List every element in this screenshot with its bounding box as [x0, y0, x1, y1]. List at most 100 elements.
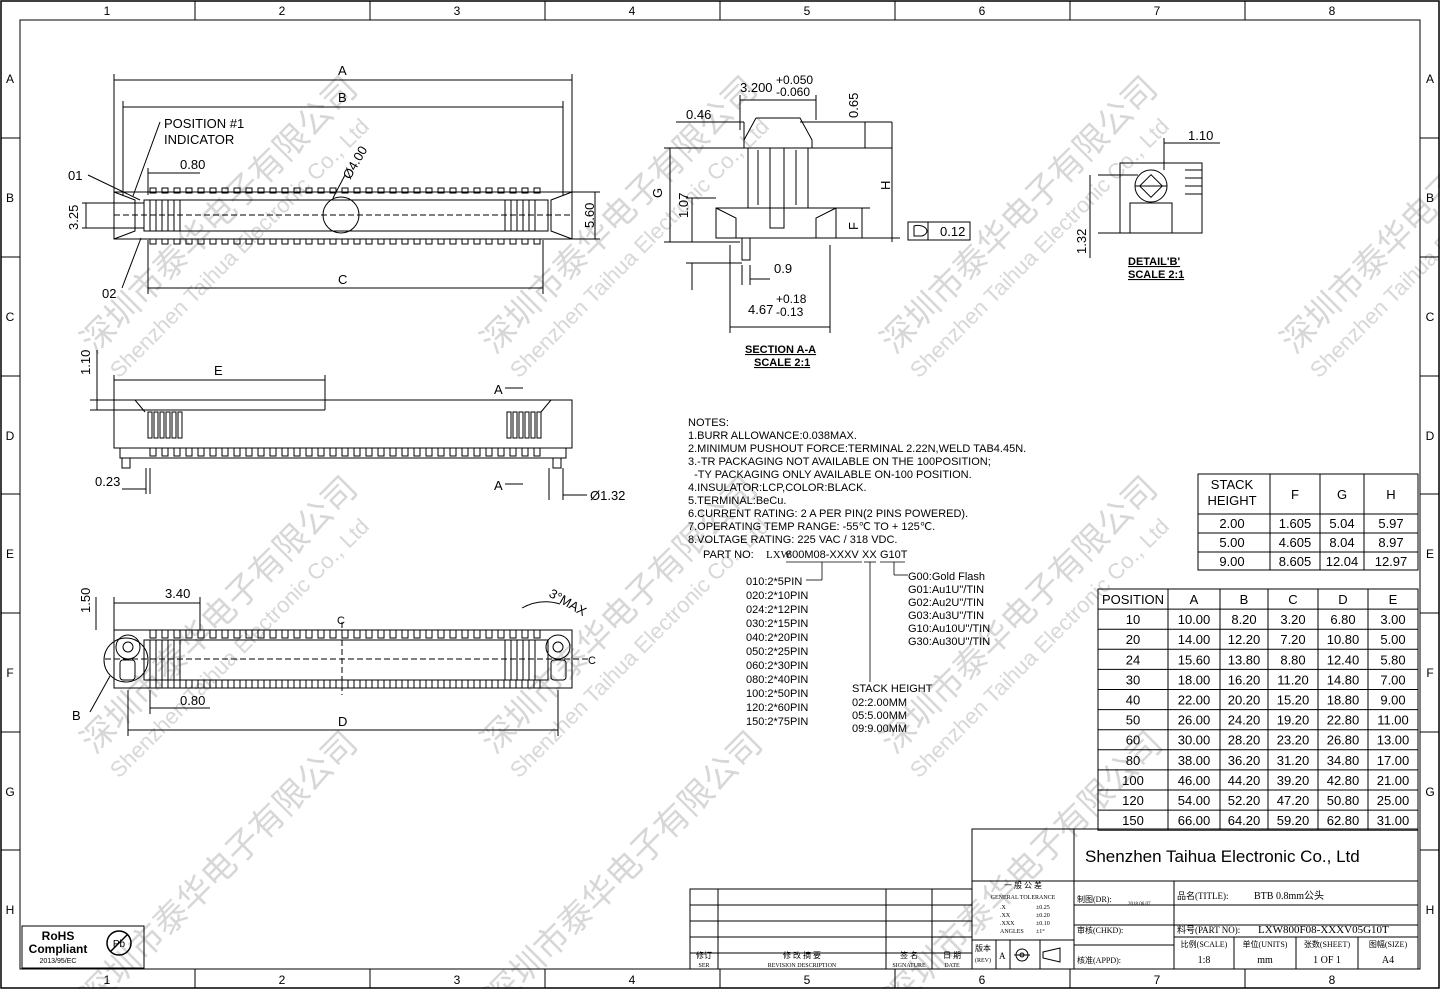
height-110-label: 1.10	[78, 350, 93, 375]
note-line: 8.VOLTAGE RATING: 225 VAC / 318 VDC.	[688, 534, 897, 546]
terminal-tooth	[401, 629, 409, 639]
terminal-tooth	[449, 679, 457, 689]
rev-sig-en: SIGNATURE	[892, 963, 926, 969]
position-cell: 14.00	[1178, 632, 1211, 647]
terminal-tooth	[209, 679, 217, 689]
contact-pin	[530, 411, 536, 439]
h-label: H	[878, 181, 893, 190]
terminal-tooth	[353, 629, 361, 639]
terminal-tooth	[221, 679, 229, 689]
terminal-tooth	[149, 679, 157, 689]
terminal-tooth	[341, 629, 349, 639]
position-cell: 12.40	[1327, 652, 1360, 667]
pin-option: 060:2*30PIN	[746, 660, 808, 672]
part-no-suffix: G10T	[880, 549, 908, 561]
stack-header-g: G	[1337, 487, 1347, 502]
terminal-tooth	[197, 187, 205, 194]
bottom-view	[89, 597, 590, 736]
watermark-en: Shenzhen Taihua Electronic Co., Ltd	[105, 114, 374, 383]
pin-option: 080:2*40PIN	[746, 674, 808, 686]
col-number: 3	[454, 973, 461, 987]
terminal-tooth	[473, 238, 481, 245]
position-cell: 23.20	[1277, 733, 1310, 748]
drawn-date: 2018.06.07	[1128, 902, 1151, 907]
stack-header: HEIGHT	[1207, 493, 1256, 508]
plating-option: G01:Au1U"/TIN	[908, 584, 984, 596]
terminal-tooth	[509, 187, 517, 194]
terminal-tooth	[269, 187, 277, 194]
terminal-tooth	[209, 187, 217, 194]
terminal-tooth	[437, 187, 445, 194]
stack-cell: 9.00	[1219, 554, 1244, 569]
terminal-tooth	[173, 629, 181, 639]
note-line: 1.BURR ALLOWANCE:0.038MAX.	[688, 430, 857, 442]
note-line: NOTES:	[688, 417, 729, 429]
position-cell: 18.80	[1327, 693, 1360, 708]
terminal-tooth	[197, 679, 205, 689]
terminal-tooth	[425, 187, 433, 194]
terminal-tooth	[377, 187, 385, 194]
stack-option: 02:2.00MM	[852, 697, 907, 709]
terminal-tooth	[209, 629, 217, 639]
plating-option: G30:Au30U"/TIN	[908, 636, 990, 648]
pin-01-label: 01	[68, 168, 82, 183]
position-header: B	[1240, 592, 1249, 607]
pitch-label: 0.80	[180, 693, 205, 708]
position-cell: 17.00	[1377, 753, 1410, 768]
row-letter: D	[1426, 429, 1435, 443]
rohs-line1: RoHS	[42, 929, 75, 943]
terminal-tooth	[461, 238, 469, 245]
position-cell: 11.00	[1377, 713, 1409, 728]
position-cell: 13.00	[1377, 733, 1410, 748]
part-no-leaders	[786, 561, 908, 682]
terminal-tooth	[461, 629, 469, 639]
position-cell: 3.00	[1380, 612, 1405, 627]
centerline-label: C	[588, 655, 596, 667]
note-line: 6.CURRENT RATING: 2 A PER PIN(2 PINS POW…	[688, 508, 968, 520]
row-letter: G	[5, 785, 14, 799]
drawn-label: 制图(DR):	[1077, 894, 1112, 904]
position-cell: 59.20	[1277, 813, 1310, 828]
position-cell: 47.20	[1277, 793, 1310, 808]
pin-02-label: 02	[102, 286, 116, 301]
terminal-tooth	[317, 679, 325, 689]
terminal-tooth	[533, 679, 541, 689]
terminal-tooth	[497, 187, 505, 194]
terminal-tooth	[269, 679, 277, 689]
sheet-value: 1 OF 1	[1313, 955, 1341, 966]
note-line: 2.MINIMUM PUSHOUT FORCE:TERMINAL 2.22N,W…	[688, 443, 1026, 455]
terminal-tail	[161, 447, 169, 457]
row-letter: H	[1426, 903, 1435, 917]
row-letter: C	[6, 310, 15, 324]
position-cell: 50	[1126, 713, 1140, 728]
position-cell: 150	[1122, 813, 1144, 828]
terminal-tooth	[149, 238, 157, 245]
terminal-tail	[473, 447, 481, 457]
col-number: 6	[979, 4, 986, 18]
position-cell: 21.00	[1377, 773, 1410, 788]
position-cell: 3.20	[1280, 612, 1305, 627]
contact-pin	[524, 411, 530, 439]
pin-option: 040:2*20PIN	[746, 632, 808, 644]
terminal-tail	[293, 447, 301, 457]
terminal-tail	[401, 447, 409, 457]
terminal-tail	[413, 447, 421, 457]
rev-value: A	[999, 951, 1006, 961]
scale-value: 1:8	[1198, 955, 1211, 966]
terminal-tooth	[365, 679, 373, 689]
width-340-label: 3.40	[165, 586, 190, 601]
terminal-tooth	[197, 629, 205, 639]
tol-val: ±1°	[1036, 928, 1045, 935]
terminal-tooth	[521, 629, 529, 639]
terminal-tail	[509, 447, 517, 457]
terminal-tooth	[281, 629, 289, 639]
terminal-tooth	[257, 679, 265, 689]
position-cell: 120	[1122, 793, 1144, 808]
position-cell: 7.20	[1280, 632, 1305, 647]
part-no-xx: XX	[862, 549, 877, 561]
note-line: 3.-TR PACKAGING NOT AVAILABLE ON THE 100…	[688, 456, 991, 468]
position-cell: 14.80	[1327, 672, 1360, 687]
rev-label: 版本	[975, 943, 991, 953]
contact-pin	[147, 411, 153, 439]
